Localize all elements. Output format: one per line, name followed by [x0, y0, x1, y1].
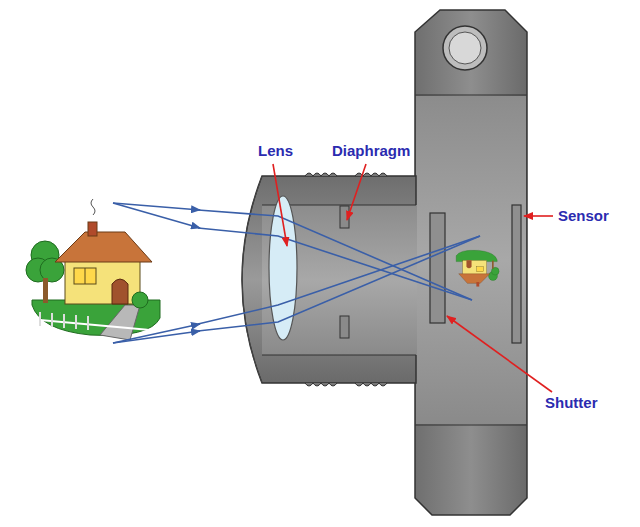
house-object — [26, 199, 160, 340]
thread — [305, 173, 387, 176]
part-label: Lens — [258, 143, 293, 160]
shutter-plate — [430, 213, 445, 323]
sensor-plate — [512, 205, 521, 343]
part-label: Sensor — [558, 208, 609, 225]
thread — [305, 383, 387, 386]
viewfinder — [443, 26, 487, 70]
part-label: Shutter — [545, 395, 598, 412]
inverted-image — [456, 250, 499, 286]
lens-barrel — [242, 176, 416, 383]
diaphragm-blade — [340, 316, 349, 338]
camera-body — [415, 10, 527, 515]
leader-line — [273, 164, 553, 392]
body-cavity — [416, 96, 526, 424]
part-label: Diaphragm — [332, 143, 410, 160]
light-ray — [113, 203, 480, 343]
